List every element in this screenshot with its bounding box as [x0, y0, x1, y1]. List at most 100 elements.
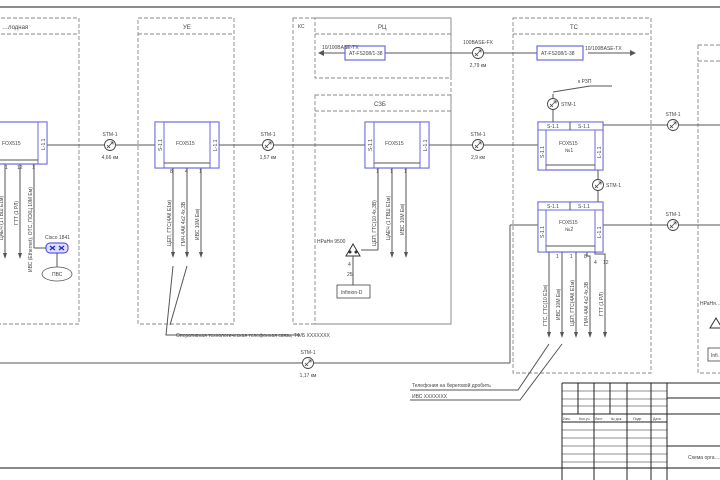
- port-number: 1: [199, 169, 202, 175]
- port-l11[interactable]: [594, 209, 604, 253]
- switch-right[interactable]: Infi…: [707, 347, 720, 362]
- converter-tc[interactable]: AT-FS208/1-38: [536, 45, 584, 61]
- port-label: L-1.1: [597, 226, 603, 238]
- zone-right: [697, 44, 720, 374]
- port-label: S-1.1: [578, 124, 590, 130]
- optical-link[interactable]: STM-1: [547, 98, 577, 110]
- router-label: Cisco 1841: [45, 235, 70, 241]
- scheme-title: Схема орга…: [688, 455, 720, 461]
- optical-link[interactable]: 100BASE-FX 2,79 км: [463, 40, 493, 69]
- fiber-arrow-icon: [669, 121, 677, 129]
- channel-label: ЦЕП, ГТС(4АК Е1м): [167, 200, 173, 246]
- port-number: 12: [603, 260, 609, 266]
- port-s11[interactable]: [537, 209, 547, 253]
- callout-leader-1: [165, 265, 300, 336]
- channel-label: ЦЕП, ГТС(4АК Е1м): [570, 280, 576, 326]
- port-number: 1: [5, 165, 8, 171]
- device-label: FOX515: [559, 141, 578, 147]
- link-type-label: STM-1: [471, 132, 486, 138]
- port-number: 1: [32, 165, 35, 171]
- zone-left-label: …лодная: [2, 25, 28, 31]
- fiber-arrow-icon: [106, 141, 114, 149]
- port-number: 8: [170, 169, 173, 175]
- port-number: 1: [376, 169, 379, 175]
- fiber-arrow-icon: [304, 359, 312, 367]
- optical-link[interactable]: STM-1: [666, 212, 681, 231]
- callout-telephony: Телефония на береговой дробить: [412, 382, 491, 389]
- channel-label: ИВС 10М Ем): [400, 203, 406, 235]
- port-s11[interactable]: [364, 121, 375, 169]
- tb-header: Дата: [653, 417, 661, 421]
- callout-operational-1: Оперативная технологическая телефонная с…: [176, 333, 331, 339]
- router-cisco[interactable]: Cisco 1841: [45, 235, 70, 254]
- zone-sib: СЗБ: [314, 94, 452, 325]
- switch-label: Infi…: [711, 353, 720, 359]
- optical-link[interactable]: STM-11,17 км: [300, 350, 317, 379]
- device-label: FOX515: [2, 141, 21, 147]
- fiber-arrow-icon: [594, 181, 602, 189]
- drops-ue: 8 4 1 ЦЕП, ГТС(4АК Е1м) ГМЧ 4АК 4х2 4х,3…: [167, 168, 203, 258]
- pbx-label: НРаНя 9500: [317, 239, 346, 245]
- device-label: FOX515: [559, 220, 578, 226]
- optical-link[interactable]: STM-1: [592, 179, 622, 191]
- channel-label: ЦАЕЧ (1 ГВШ Е1м): [0, 196, 5, 240]
- pbx-port-number: 25: [347, 272, 353, 278]
- rzp-label: к РЗП: [578, 79, 592, 85]
- port-l11[interactable]: [419, 121, 430, 169]
- port-number: 1: [404, 169, 407, 175]
- channel-label: ГМЧ 4АК 4х2 4х,3В: [584, 281, 590, 326]
- drops-sib: 1 1 1 ЦЕП, ГТС(10 4х,3В) ЦАЕЧ (1 ГВШ Е1м…: [361, 168, 408, 258]
- callout-leader-2: [169, 265, 188, 326]
- pbx-oval[interactable]: ПВС: [41, 266, 73, 282]
- callout-ivs: ИВС XXXXXXX: [412, 394, 448, 400]
- port-number: 1: [556, 254, 559, 260]
- port-l11[interactable]: [209, 121, 220, 169]
- port-label: S-1.1: [540, 146, 546, 158]
- converter-label: AT-FS208/1-38: [349, 51, 383, 57]
- arrow-right-icon: [630, 50, 636, 56]
- port-number: 4: [594, 260, 597, 266]
- device-fox-left[interactable]: FOX515 L-1.1: [0, 121, 48, 165]
- rzp-leader: [552, 85, 591, 93]
- port-number: 8: [584, 254, 587, 260]
- link-type-label: 100BASE-FX: [463, 40, 493, 46]
- device-label: FOX515: [385, 141, 404, 147]
- port-s11[interactable]: [154, 121, 165, 169]
- link-distance-label: 2,79 км: [470, 63, 487, 69]
- device-number: №2: [565, 227, 573, 233]
- converter-label: AT-FS208/1-38: [541, 51, 575, 57]
- device-fox-tc1[interactable]: S-1.1 S-1.1 FOX515 №1 S-1.1 L-1.1: [537, 121, 604, 171]
- device-fox-sib[interactable]: FOX515 S-1.1 L-1.1: [364, 121, 430, 169]
- tb-header: № док.: [611, 417, 622, 421]
- pbx-sib[interactable]: НРаНя 9500: [317, 239, 361, 257]
- zone-left: …лодная: [0, 17, 80, 325]
- optical-link[interactable]: STM-12,9 км: [471, 132, 486, 161]
- callout-leader-4: [410, 343, 563, 401]
- router-icon: [49, 245, 65, 251]
- switch-infinion[interactable]: Infinion-D: [336, 284, 371, 299]
- channel-label: ГТТ (1 РЛ): [14, 201, 20, 225]
- optical-link[interactable]: STM-14,66 км: [102, 132, 119, 161]
- device-fox-ue[interactable]: FOX515 S-1.1 L-1.1: [154, 121, 220, 169]
- port-label: S-1.1: [578, 204, 590, 210]
- zone-tc-label: ТС: [570, 25, 579, 31]
- converter-ru[interactable]: AT-FS208/1-38: [344, 45, 386, 61]
- eth-label-ru: 10/100BASE-TX: [322, 45, 359, 51]
- zone-kc-label: КС: [298, 24, 305, 30]
- zone-ru-label: РЦ: [378, 25, 387, 31]
- drops-tc: 1 1 8 4 12 ГТС, ГТС(10 Е1м) ИВС 10М Ем) …: [543, 252, 609, 338]
- link-type-label: STM-1: [666, 112, 681, 118]
- tb-header: Подп.: [633, 417, 642, 421]
- device-fox-tc2[interactable]: S-1.1 S-1.1 FOX515 №2 S-1.1 L-1.1: [537, 201, 604, 253]
- port-l11[interactable]: [594, 129, 604, 171]
- port-l11[interactable]: [37, 121, 48, 165]
- device-label: FOX515: [176, 141, 195, 147]
- optical-link[interactable]: STM-1: [666, 112, 681, 131]
- optical-link[interactable]: STM-11,57 км: [260, 132, 277, 161]
- port-s11[interactable]: [537, 129, 547, 171]
- port-number: 1: [570, 254, 573, 260]
- link-type-label: STM-1: [261, 132, 276, 138]
- port-label: S-1.1: [368, 139, 374, 151]
- pbx-port-number: 4: [348, 262, 351, 268]
